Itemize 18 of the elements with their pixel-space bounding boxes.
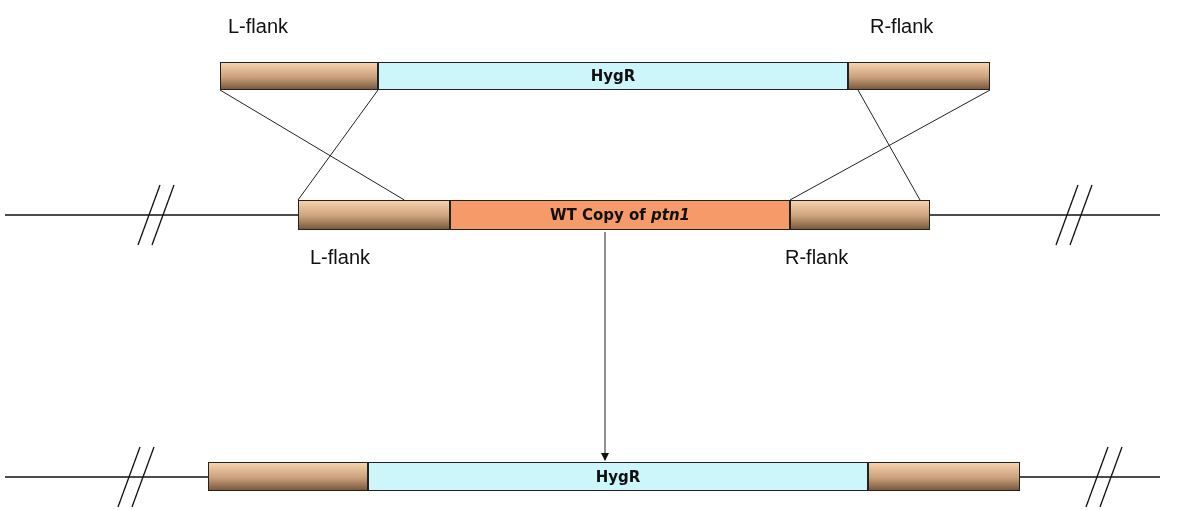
crossover-line (219, 89, 405, 201)
crossover-line (857, 89, 921, 201)
flank-segment (790, 200, 930, 230)
flank-label: L-flank (310, 246, 371, 269)
arrow (601, 231, 609, 461)
crossover-line (297, 89, 379, 201)
flank-segment (848, 62, 990, 90)
flank-segment (208, 462, 368, 491)
marker-gene-segment: HygR (368, 462, 868, 491)
flank-segment (220, 62, 378, 90)
flank-label: L-flank (228, 15, 289, 38)
flank-segment (298, 200, 450, 230)
flank-label: R-flank (785, 246, 849, 269)
flank-segment (868, 462, 1020, 491)
marker-gene-segment: HygR (378, 62, 848, 90)
gene-segment: WT Copy of ptn1 (450, 200, 790, 230)
flank-label: R-flank (870, 15, 934, 38)
crossover-line (789, 89, 991, 201)
